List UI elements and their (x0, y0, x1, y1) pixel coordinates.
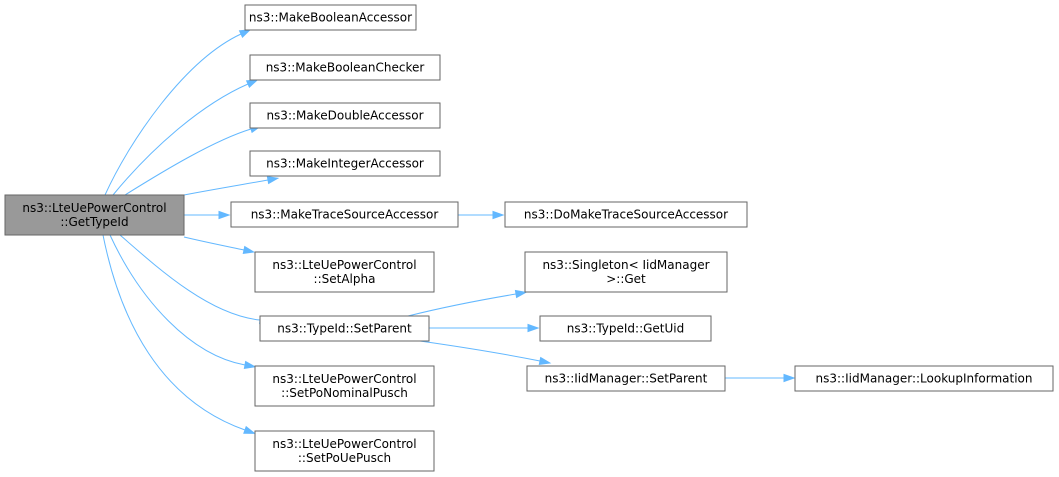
edge-root-to-set-po-ue-pusch (102, 234, 246, 431)
node-label-do-make-trace-source-accessor-line-1: ns3::DoMakeTraceSourceAccessor (524, 208, 728, 222)
node-box-typeid-set-parent[interactable] (259, 315, 430, 342)
node-box-make-boolean-checker[interactable] (249, 54, 441, 81)
node-do-make-trace-source-accessor[interactable]: ns3::DoMakeTraceSourceAccessor (504, 201, 748, 228)
node-box-set-alpha[interactable] (254, 251, 435, 293)
node-label-set-po-ue-pusch-line-2: ::SetPoUePusch (298, 451, 391, 465)
arrowhead-set-alpha (242, 245, 256, 255)
node-box-singleton-get[interactable] (524, 251, 728, 293)
node-box-set-po-nominal-pusch[interactable] (254, 365, 435, 407)
arrowhead-iidmanager-set-parent (538, 356, 552, 366)
arrowhead-make-trace-source-accessor (218, 210, 231, 220)
node-label-typeid-get-uid-line-1: ns3::TypeId::GetUid (567, 322, 685, 336)
node-box-make-boolean-accessor[interactable] (244, 4, 417, 31)
node-box-iidmanager-lookup-information[interactable] (794, 365, 1054, 392)
node-make-trace-source-accessor[interactable]: ns3::MakeTraceSourceAccessor (230, 201, 459, 228)
edges-layer (102, 29, 796, 434)
node-set-po-ue-pusch[interactable]: ns3::LteUePowerControl::SetPoUePusch (254, 430, 435, 472)
node-box-make-double-accessor[interactable] (249, 102, 441, 129)
arrowhead-iidmanager-lookup-information (783, 373, 796, 383)
node-label-root-line-1: ns3::LteUePowerControl (22, 201, 166, 215)
node-label-set-po-ue-pusch-line-1: ns3::LteUePowerControl (272, 437, 416, 451)
node-label-make-double-accessor-line-1: ns3::MakeDoubleAccessor (266, 109, 423, 123)
arrowhead-make-boolean-accessor (238, 29, 252, 39)
node-label-make-trace-source-accessor-line-1: ns3::MakeTraceSourceAccessor (251, 208, 439, 222)
node-singleton-get[interactable]: ns3::Singleton< IidManager>::Get (524, 251, 728, 293)
arrowhead-singleton-get (514, 289, 528, 299)
edge-root-to-make-double-accessor (124, 128, 252, 196)
nodes-layer: ns3::LteUePowerControl::GetTypeId ns3::Ma… (4, 4, 1054, 472)
node-make-boolean-accessor[interactable]: ns3::MakeBooleanAccessor (244, 4, 417, 31)
node-label-set-alpha-line-1: ns3::LteUePowerControl (272, 258, 416, 272)
arrowhead-typeid-get-uid (527, 323, 540, 333)
edge-root-to-set-po-nominal-pusch (109, 234, 246, 366)
node-label-typeid-set-parent-line-1: ns3::TypeId::SetParent (277, 322, 412, 336)
node-iidmanager-set-parent[interactable]: ns3::IidManager::SetParent (526, 365, 726, 392)
node-box-do-make-trace-source-accessor[interactable] (504, 201, 748, 228)
node-iidmanager-lookup-information[interactable]: ns3::IidManager::LookupInformation (794, 365, 1054, 392)
node-make-double-accessor[interactable]: ns3::MakeDoubleAccessor (249, 102, 441, 129)
node-box-typeid-get-uid[interactable] (539, 315, 712, 342)
arrowhead-set-po-ue-pusch (243, 425, 256, 434)
node-typeid-get-uid[interactable]: ns3::TypeId::GetUid (539, 315, 712, 342)
node-label-iidmanager-lookup-information-line-1: ns3::IidManager::LookupInformation (816, 372, 1033, 386)
node-label-root-line-2: ::GetTypeId (60, 215, 128, 229)
edge-root-to-make-integer-accessor (183, 179, 269, 196)
arrowhead-make-integer-accessor (266, 175, 280, 185)
node-label-set-alpha-line-2: ::SetAlpha (314, 272, 376, 286)
node-label-set-po-nominal-pusch-line-2: ::SetPoNominalPusch (281, 386, 408, 400)
node-label-make-boolean-checker-line-1: ns3::MakeBooleanChecker (266, 61, 425, 75)
node-box-make-integer-accessor[interactable] (249, 150, 441, 177)
node-label-singleton-get-line-2: >::Get (606, 272, 646, 286)
edge-root-to-make-boolean-checker (112, 83, 249, 196)
arrowhead-do-make-trace-source-accessor (492, 210, 505, 220)
edge-typeid-set-parent-to-singleton-get (407, 293, 517, 317)
edge-root-to-set-alpha (183, 236, 245, 251)
node-set-po-nominal-pusch[interactable]: ns3::LteUePowerControl::SetPoNominalPusc… (254, 365, 435, 407)
node-typeid-set-parent[interactable]: ns3::TypeId::SetParent (259, 315, 430, 342)
node-label-make-boolean-accessor-line-1: ns3::MakeBooleanAccessor (249, 11, 412, 25)
node-box-set-po-ue-pusch[interactable] (254, 430, 435, 472)
edge-root-to-make-boolean-accessor (104, 33, 242, 196)
node-label-singleton-get-line-1: ns3::Singleton< IidManager (542, 258, 709, 272)
node-set-alpha[interactable]: ns3::LteUePowerControl::SetAlpha (254, 251, 435, 293)
node-make-integer-accessor[interactable]: ns3::MakeIntegerAccessor (249, 150, 441, 177)
node-make-boolean-checker[interactable]: ns3::MakeBooleanChecker (249, 54, 441, 81)
node-label-iidmanager-set-parent-line-1: ns3::IidManager::SetParent (545, 372, 708, 386)
node-label-set-po-nominal-pusch-line-1: ns3::LteUePowerControl (272, 372, 416, 386)
edge-root-to-typeid-set-parent (119, 234, 261, 321)
arrowhead-make-boolean-checker (245, 79, 259, 89)
node-box-root[interactable] (4, 194, 185, 236)
node-label-make-integer-accessor-line-1: ns3::MakeIntegerAccessor (266, 157, 424, 171)
node-box-make-trace-source-accessor[interactable] (230, 201, 459, 228)
edge-typeid-set-parent-to-iidmanager-set-parent (419, 340, 541, 362)
arrowhead-set-po-nominal-pusch (243, 360, 257, 370)
node-box-iidmanager-set-parent[interactable] (526, 365, 726, 392)
node-root[interactable]: ns3::LteUePowerControl::GetTypeId (4, 194, 185, 236)
